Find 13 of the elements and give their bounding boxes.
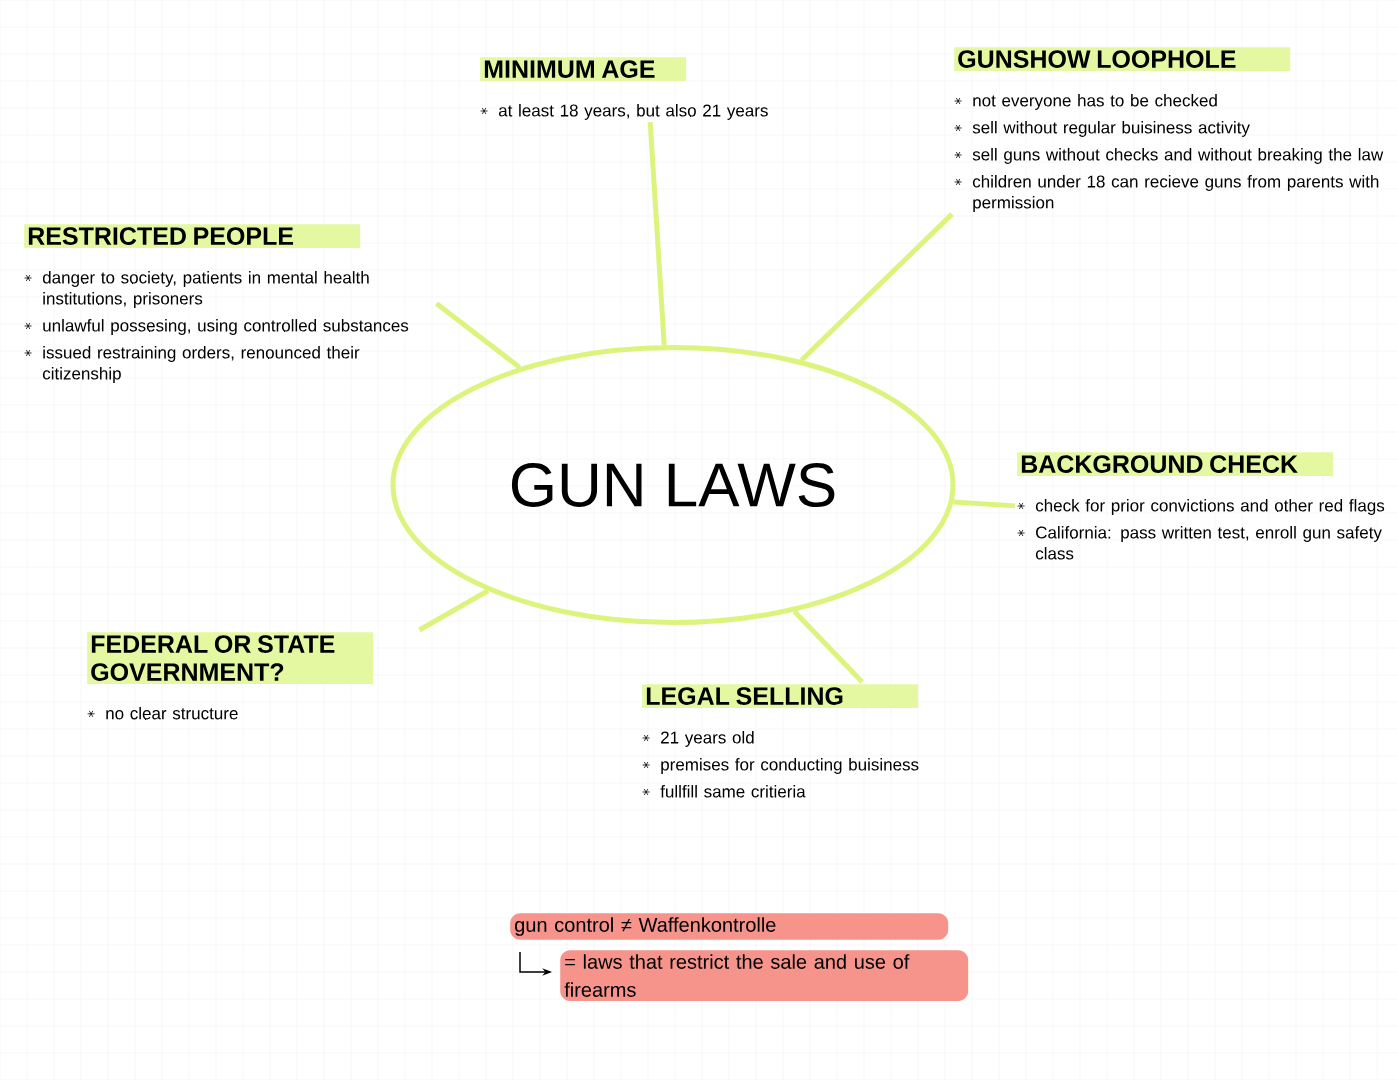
highlighted-note: gun control ≠ Waffenkontrolle [510,913,949,940]
branch-line [953,499,1016,509]
branch-line [792,609,864,684]
highlighted-note: = laws that restrict the sale and use of firearms [560,950,969,1001]
branch-line [434,301,522,370]
branch-line [418,588,490,633]
topic-note: GUNSHOW LOOPHOLE not everyone has to be checked sell without regular buisiness activity sell guns without checks and without breaking the law children under 18 can recieve guns from parents with permission [954,47,1384,212]
topic-note: MINIMUM AGE at least 18 years, but also 21 years [480,57,768,120]
branch-line [799,212,954,363]
topic-note: BACKGROUND CHECK check for prior convictions and other red flags California: pass written test, enroll gun safety class [1017,452,1385,560]
topic-note: LEGAL SELLING 21 years old premises for conducting buisiness fullfill same critieria [642,684,919,798]
branch-line [647,121,667,346]
topic-note: FEDERAL OR STATE GOVERNMENT? no clear structure [87,632,374,720]
